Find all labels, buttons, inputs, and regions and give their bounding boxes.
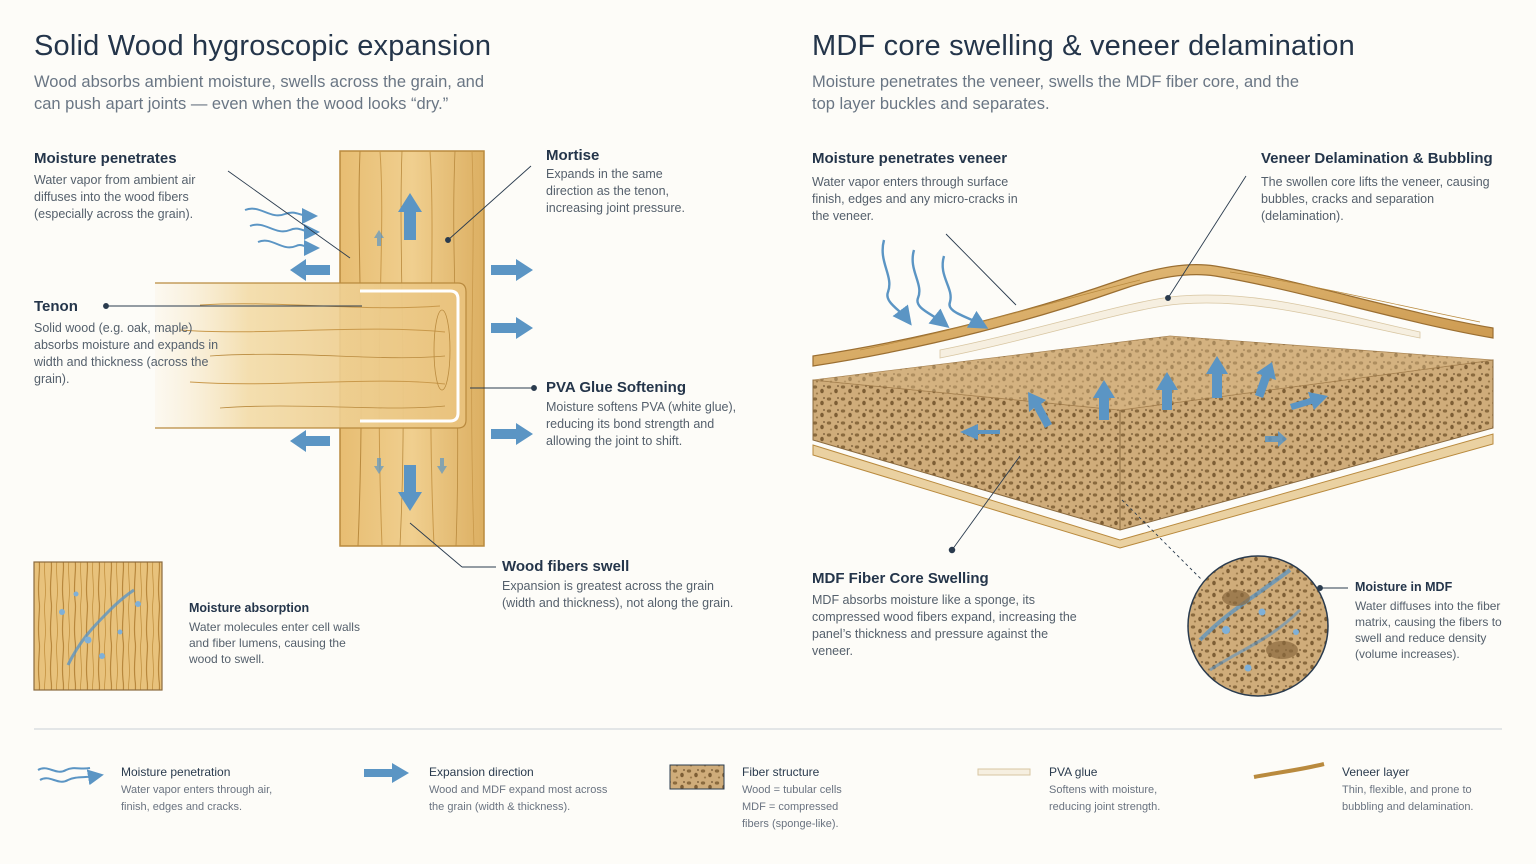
mortise-label: Mortise	[546, 147, 600, 164]
moisture-absorption-inset	[33, 561, 163, 691]
core-swelling-label: MDF Fiber Core Swelling	[812, 570, 989, 587]
legend-moisture-wave-icon	[37, 767, 104, 786]
legend-item-pva: PVA glue Softens with moisture, reducing…	[1049, 765, 1229, 816]
mdf-fiber-core	[812, 335, 1494, 531]
moisture-wave-icon	[244, 207, 320, 256]
pva-glue-layer	[939, 294, 1421, 359]
veneer-moisture-label: Moisture penetrates veneer	[812, 150, 1008, 167]
moisture-penetrates-label: Moisture penetrates	[34, 150, 177, 167]
left-title: Solid Wood hygroscopic expansion	[34, 30, 492, 62]
swelling-arrows-right	[960, 356, 1328, 447]
legend-title: PVA glue	[1049, 765, 1098, 779]
veneer-moisture-desc: Water vapor enters through surface finis…	[812, 175, 1018, 223]
tenon-desc: Solid wood (e.g. oak, maple) absorbs moi…	[34, 321, 219, 386]
right-title: MDF core swelling & veneer delamination	[812, 30, 1355, 62]
right-subtitle: Moisture penetrates the veneer, swells t…	[812, 73, 1299, 113]
moisture-absorption-desc: Water molecules enter cell walls and fib…	[189, 620, 360, 666]
legend-desc: Thin, flexible, and prone to bubbling an…	[1342, 784, 1474, 813]
veneer-moisture-icon	[881, 239, 989, 329]
moisture-absorption-label: Moisture absorption	[189, 601, 310, 615]
legend-desc: Softens with moisture, reducing joint st…	[1049, 784, 1161, 813]
mdf-moisture-magnifier	[1187, 555, 1329, 697]
wood-fibers-label: Wood fibers swell	[502, 558, 630, 575]
legend-desc: Wood = tubular cells MDF = compressed fi…	[742, 784, 842, 830]
leader-lines-right	[945, 175, 1348, 591]
core-swelling-desc: MDF absorbs moisture like a sponge, its …	[812, 593, 1077, 658]
legend-title: Expansion direction	[429, 765, 534, 779]
legend-title: Veneer layer	[1342, 765, 1410, 779]
legend-item-moisture: Moisture penetration Water vapor enters …	[121, 765, 321, 816]
legend-desc: Water vapor enters through air, finish, …	[121, 784, 273, 813]
legend-expansion-arrow-icon	[364, 763, 409, 783]
veneer-layer	[812, 263, 1494, 367]
legend-pva-glue-icon	[977, 768, 1031, 776]
moisture-penetrates-desc: Water vapor from ambient air diffuses in…	[34, 173, 196, 221]
legend-veneer-layer-icon	[1253, 762, 1325, 779]
legend-desc: Wood and MDF expand most across the grai…	[429, 784, 608, 813]
delamination-label: Veneer Delamination & Bubbling	[1261, 150, 1493, 167]
tenon-label: Tenon	[34, 298, 78, 315]
legend-title: Moisture penetration	[121, 765, 231, 779]
wood-fibers-desc: Expansion is greatest across the grain (…	[502, 579, 734, 610]
expansion-arrows-left	[290, 193, 533, 511]
legend-fiber-structure-icon	[669, 764, 725, 790]
pva-glue-desc: Moisture softens PVA (white glue), reduc…	[546, 400, 737, 448]
legend-item-expansion: Expansion direction Wood and MDF expand …	[429, 765, 629, 816]
mdf-bottom-layer	[812, 433, 1494, 549]
tenon	[155, 282, 467, 429]
legend-title: Fiber structure	[742, 765, 820, 779]
delamination-desc: The swollen core lifts the veneer, causi…	[1261, 175, 1490, 223]
leader-lines-left	[103, 165, 537, 568]
mdf-moisture-label: Moisture in MDF	[1355, 580, 1453, 594]
mdf-moisture-desc: Water diffuses into the fiber matrix, ca…	[1355, 599, 1502, 661]
mortise-desc: Expands in the same direction as the ten…	[546, 167, 685, 215]
left-subtitle: Wood absorbs ambient moisture, swells ac…	[34, 73, 484, 113]
pva-glue-label: PVA Glue Softening	[546, 379, 687, 396]
legend-item-veneer: Veneer layer Thin, flexible, and prone t…	[1342, 765, 1522, 816]
legend-item-fiber: Fiber structure Wood = tubular cells MDF…	[742, 765, 952, 833]
